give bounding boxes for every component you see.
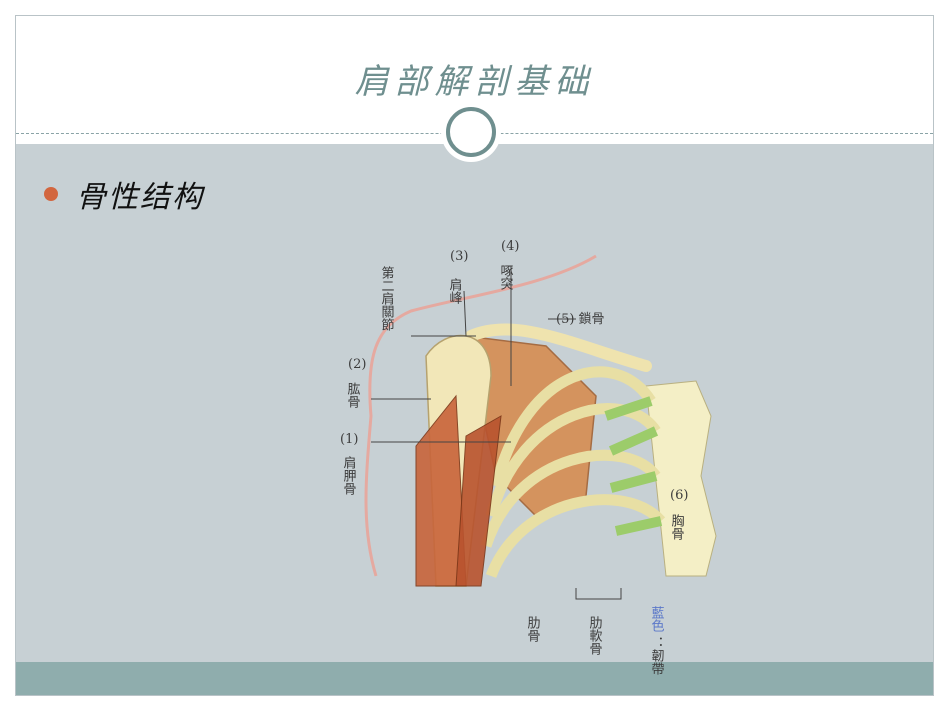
- label-ligament-note: ：韌帶: [649, 636, 665, 675]
- label-costal-cartilage: 肋軟骨: [587, 616, 603, 655]
- label-coracoid-name: 啄突: [498, 264, 514, 290]
- bullet-text: 骨性结构: [76, 180, 204, 215]
- footer-bar: [16, 662, 933, 695]
- label-sternum-num: (6): [670, 488, 688, 503]
- label-sternum-name: 胸骨: [669, 514, 685, 540]
- label-second-joint: 第二肩關節: [379, 266, 395, 331]
- label-scapula-num: (1): [340, 432, 358, 447]
- skin-outline: [364, 254, 597, 577]
- bullet-item: 骨性结构: [44, 172, 204, 216]
- shoulder-anatomy-figure: (3) 肩峰 (4) 啄突 第二肩關節 (5) 鎖骨 (2) 肱骨 (1) 肩胛…: [340, 239, 717, 675]
- clavicle-shape: [465, 323, 652, 372]
- label-scapula-name: 肩胛骨: [341, 455, 357, 495]
- label-clavicle: (5) 鎖骨: [556, 311, 605, 327]
- label-humerus-name: 肱骨: [345, 382, 361, 408]
- muscle-shape-2: [455, 415, 502, 587]
- label-blue-note: 藍色: [649, 606, 665, 632]
- label-coracoid-num: (4): [501, 239, 519, 254]
- sternum-shape: [645, 380, 717, 577]
- slide: 肩部解剖基础 骨性结构: [15, 15, 934, 696]
- label-acromion-num: (3): [450, 249, 468, 264]
- divider-circle-icon: [446, 107, 496, 157]
- slide-title: 肩部解剖基础: [354, 62, 595, 102]
- costal-cartilage-group: [604, 396, 663, 536]
- ribs-group: [480, 366, 666, 579]
- bullet-dot-icon: [44, 187, 58, 201]
- label-acromion-name: 肩峰: [447, 277, 463, 304]
- label-rib: 肋骨: [525, 616, 541, 642]
- label-humerus-num: (2): [348, 357, 366, 372]
